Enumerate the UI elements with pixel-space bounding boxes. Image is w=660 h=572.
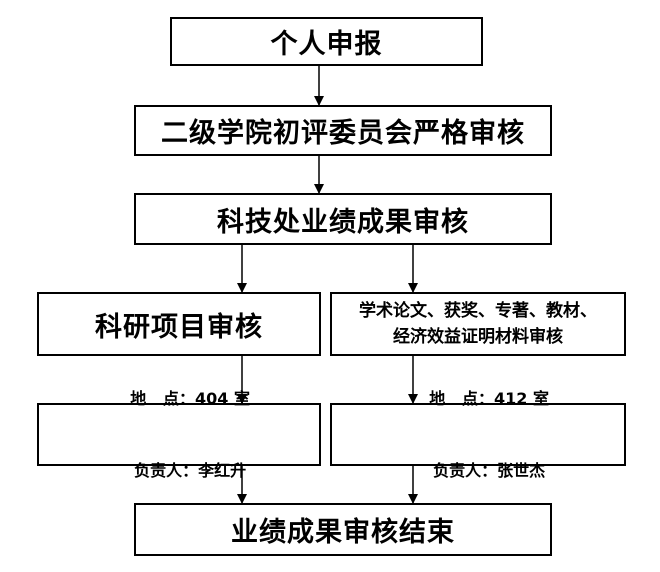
publication-office-box: 地 点：412 室 负责人：张世杰 bbox=[330, 389, 626, 480]
review-end-label: 业绩成果审核结束 bbox=[231, 517, 455, 548]
project-office-location: 地 点：404 室 bbox=[108, 363, 250, 435]
publication-review-line2: 经济效益证明材料审核 bbox=[393, 327, 563, 347]
publication-office-location-value: 412 室 bbox=[494, 388, 549, 408]
publication-office-location-label: 地 点： bbox=[429, 388, 494, 408]
publication-review-line1: 学术论文、获奖、专著、教材、 bbox=[359, 301, 597, 321]
project-office-person-label: 负责人： bbox=[134, 460, 199, 480]
project-office-person: 负责人：李红升 bbox=[112, 435, 246, 507]
research-office-review-box: 科技处业绩成果审核 bbox=[134, 193, 552, 245]
project-office-location-label: 地 点： bbox=[130, 388, 195, 408]
research-office-review-label: 科技处业绩成果审核 bbox=[217, 206, 469, 238]
publication-office-person-value: 张世杰 bbox=[497, 460, 546, 480]
publication-office-location: 地 点：412 室 bbox=[407, 363, 549, 435]
review-end-box: 业绩成果审核结束 bbox=[134, 503, 552, 556]
college-review-label: 二级学院初评委员会严格审核 bbox=[161, 118, 525, 149]
project-review-label: 科研项目审核 bbox=[95, 311, 263, 343]
college-review-box: 二级学院初评委员会严格审核 bbox=[134, 105, 552, 156]
publication-office-person-label: 负责人： bbox=[433, 460, 498, 480]
publication-review-box: 学术论文、获奖、专著、教材、 经济效益证明材料审核 bbox=[330, 292, 626, 356]
project-office-box: 地 点：404 室 负责人：李红升 bbox=[37, 389, 321, 480]
project-office-person-value: 李红升 bbox=[198, 460, 247, 480]
project-review-box: 科研项目审核 bbox=[37, 292, 321, 356]
personal-declaration-label: 个人申报 bbox=[270, 29, 383, 60]
personal-declaration-box: 个人申报 bbox=[170, 17, 483, 66]
publication-office-person: 负责人：张世杰 bbox=[411, 435, 545, 507]
project-office-location-value: 404 室 bbox=[195, 388, 250, 408]
